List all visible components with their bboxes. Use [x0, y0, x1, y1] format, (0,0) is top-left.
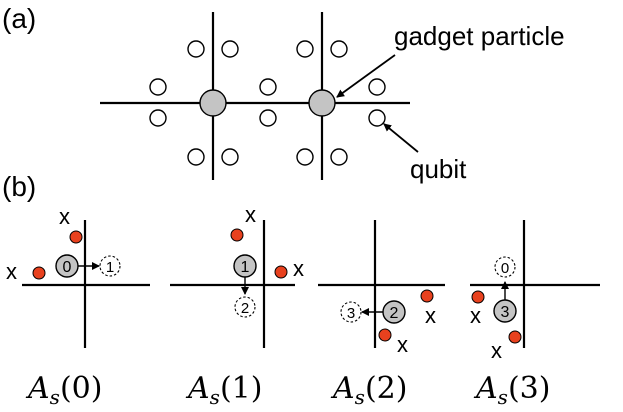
- caption-subscript: s: [210, 385, 220, 409]
- caption-subscript: s: [355, 385, 365, 409]
- qubit: [221, 148, 239, 166]
- caption-arg: (0): [60, 371, 103, 406]
- qubit: [330, 40, 348, 58]
- qubit: [296, 40, 314, 58]
- gadget-pointer-arrow: [336, 54, 396, 98]
- qubit: [221, 40, 239, 58]
- caption-base: A: [25, 371, 50, 406]
- x-mark: x: [470, 303, 481, 328]
- state-diagram-1: x x 1 2: [170, 202, 304, 348]
- qubit-circles: [149, 40, 386, 166]
- qubit: [259, 109, 277, 127]
- gadget-particle: [199, 89, 227, 117]
- caption-arg: (3): [508, 371, 551, 406]
- gadget-state: 0: [63, 259, 72, 276]
- x-mark: x: [293, 256, 304, 281]
- excitation: [471, 290, 485, 304]
- qubit: [330, 148, 348, 166]
- next-state-label: 1: [106, 259, 114, 276]
- state-diagram-3: x x 3 0: [470, 220, 600, 363]
- next-state: [494, 256, 516, 278]
- x-mark: x: [425, 303, 436, 328]
- excitation: [420, 289, 434, 303]
- next-state-label: 2: [241, 300, 249, 317]
- caption-subscript: s: [498, 385, 508, 409]
- gadget-state: 1: [241, 259, 250, 276]
- state-diagram-2: x x 2 3: [318, 220, 445, 357]
- next-state: [99, 255, 121, 277]
- excitation: [508, 330, 522, 344]
- gadget-state: 2: [390, 305, 399, 322]
- gadget-particle: [308, 89, 336, 117]
- next-state: [234, 296, 256, 318]
- gadget-particle-label: gadget particle: [394, 21, 565, 51]
- x-mark: x: [491, 338, 502, 363]
- qubit: [368, 78, 386, 96]
- caption-base: A: [185, 371, 210, 406]
- qubit: [149, 78, 167, 96]
- qubit: [187, 148, 205, 166]
- caption-subscript: s: [50, 385, 60, 409]
- x-mark: x: [397, 332, 408, 357]
- lattice-lines: [100, 12, 410, 180]
- state-diagram-0: x x 0 1: [6, 204, 150, 348]
- x-mark: x: [59, 204, 70, 229]
- caption-2: As(2): [330, 371, 407, 409]
- x-mark: x: [245, 202, 256, 227]
- qubit: [259, 78, 277, 96]
- qubit: [187, 40, 205, 58]
- caption-1: As(1): [185, 371, 262, 409]
- caption-base: A: [330, 371, 355, 406]
- excitation: [230, 228, 244, 242]
- caption-0: As(0): [25, 371, 102, 409]
- qubit-pointer-arrow: [383, 123, 419, 153]
- qubit: [149, 109, 167, 127]
- caption-base: A: [473, 371, 498, 406]
- next-state-label: 3: [347, 305, 355, 322]
- caption-3: As(3): [473, 371, 550, 409]
- qubit: [296, 148, 314, 166]
- next-state: [340, 301, 362, 323]
- x-mark: x: [6, 259, 17, 284]
- excitation: [378, 328, 392, 342]
- excitation: [274, 265, 288, 279]
- qubit-label: qubit: [410, 154, 467, 184]
- excitation: [32, 266, 46, 280]
- panel-a-label: (a): [2, 3, 36, 34]
- gadget-state: 3: [501, 304, 510, 321]
- caption-arg: (1): [220, 371, 263, 406]
- qubit: [368, 109, 386, 127]
- panel-b-label: (b): [2, 171, 36, 202]
- excitation: [69, 230, 83, 244]
- caption-arg: (2): [365, 371, 408, 406]
- next-state-label: 0: [501, 260, 509, 277]
